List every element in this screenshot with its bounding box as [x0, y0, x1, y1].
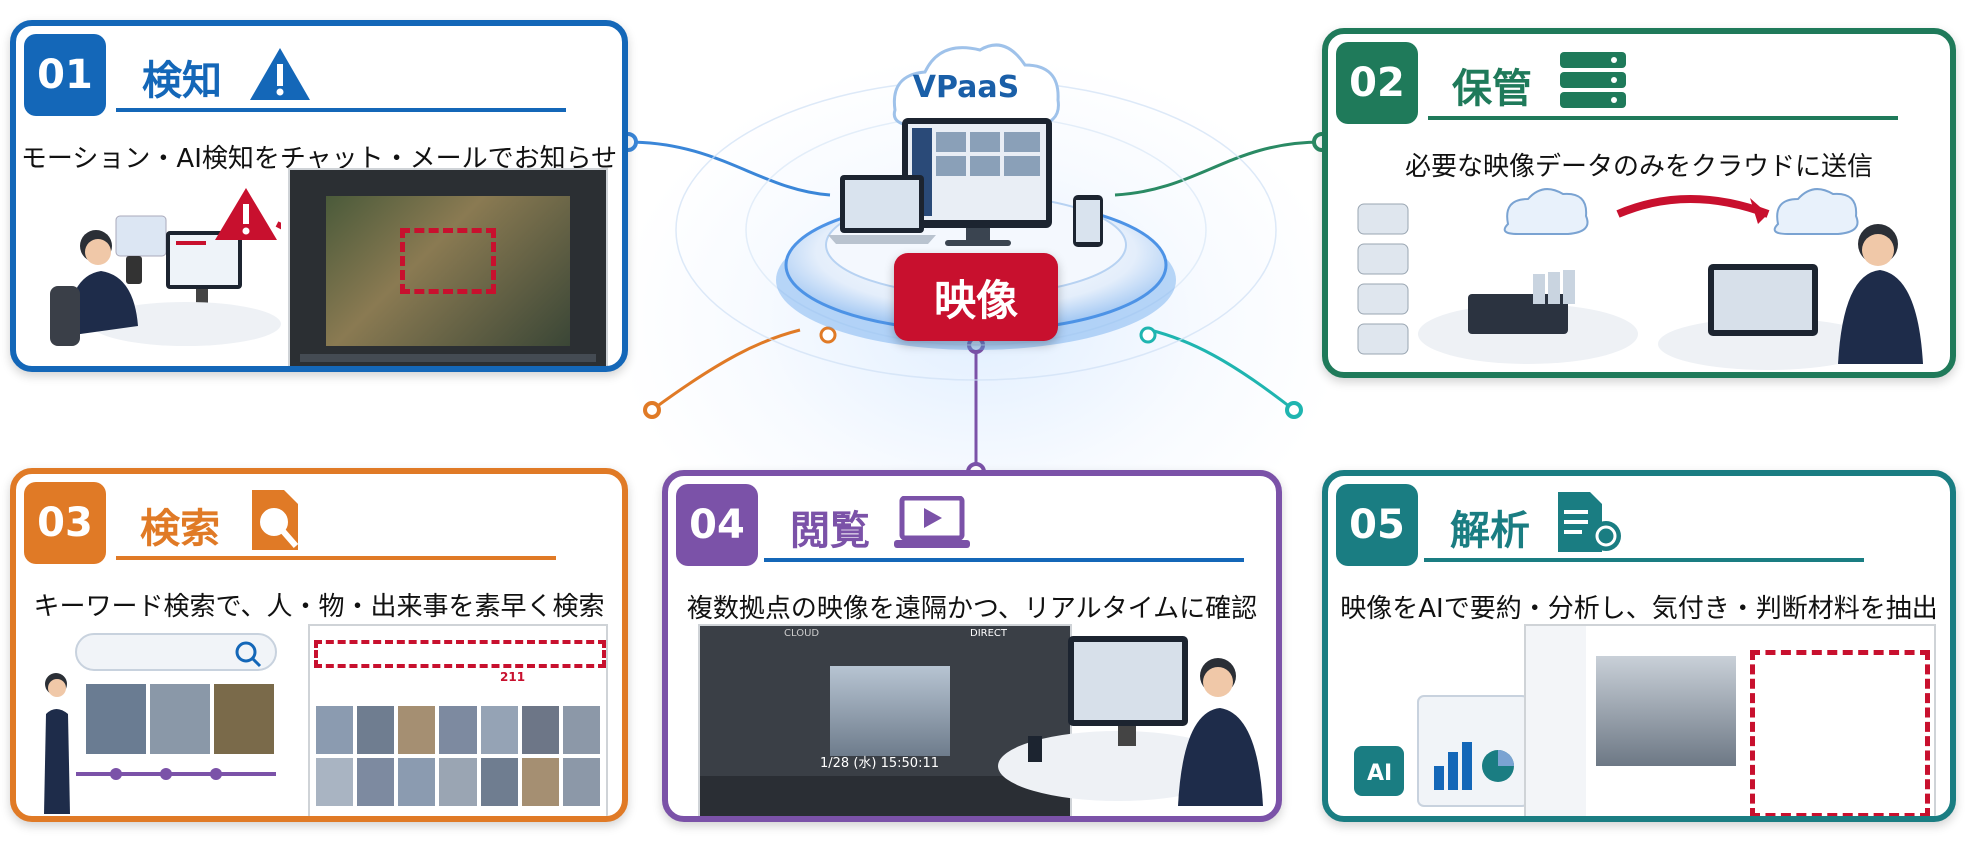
card-description: キーワード検索で、人・物・出来事を素早く検索	[33, 592, 605, 622]
alert-triangle-icon	[215, 188, 281, 240]
card-title: 検索	[140, 506, 220, 552]
remote-viewer-illustration	[998, 636, 1263, 806]
search-illustration	[44, 633, 277, 814]
ai-badge: AI	[1367, 761, 1392, 786]
detection-screenshot	[288, 168, 608, 366]
warning-icon	[248, 44, 312, 108]
card-detect: 01 検知 モーション・AI検知をチャット・メールでお知らせ	[10, 20, 628, 372]
card-search: 03 検索 キーワード検索で、人・物・出来事を素早く検索 211	[10, 468, 628, 822]
card-title: 閲覧	[790, 508, 870, 554]
card-number: 03	[24, 482, 106, 564]
analysis-screenshot	[1524, 624, 1936, 816]
card-title: 解析	[1450, 508, 1530, 554]
title-underline	[116, 108, 566, 112]
cloud-label: VPaaS	[912, 70, 1020, 105]
card-number: 05	[1336, 484, 1418, 566]
card-description: 必要な映像データのみをクラウドに送信	[1404, 152, 1873, 182]
search-results-screenshot: 211	[308, 624, 608, 816]
card-number: 02	[1336, 42, 1418, 124]
result-count: 211	[500, 670, 526, 684]
title-underline	[1428, 116, 1898, 120]
title-underline	[764, 558, 1244, 562]
document-ai-icon	[1554, 490, 1624, 560]
tab-cloud[interactable]: CLOUD	[784, 628, 820, 639]
cloud-transfer-illustration	[1357, 188, 1923, 370]
card-browse: 04 閲覧 複数拠点の映像を遠隔かつ、リアルタイムに確認 CLOUD DIREC…	[662, 470, 1282, 822]
card-number: 04	[676, 484, 758, 566]
browse-screenshot: CLOUD DIRECT 1/28 (水) 15:50:11	[698, 624, 1072, 816]
desk-worker-illustration	[50, 215, 281, 346]
document-search-icon	[246, 488, 306, 558]
server-icon	[1558, 50, 1628, 114]
laptop-video-icon	[894, 495, 970, 554]
card-description: 複数拠点の映像を遠隔かつ、リアルタイムに確認	[686, 594, 1258, 624]
center-video-tag: 映像	[894, 253, 1058, 341]
title-underline	[1424, 558, 1864, 562]
card-number: 01	[24, 34, 106, 116]
card-title: 保管	[1452, 66, 1532, 112]
card-title: 検知	[142, 58, 222, 104]
ai-analytics-illustration: AI	[1354, 695, 1529, 807]
card-storage: 02 保管 必要な映像データのみをクラウドに送信	[1322, 28, 1956, 378]
card-description: 映像をAIで要約・分析し、気付き・判断材料を抽出	[1340, 594, 1938, 624]
tab-direct[interactable]: DIRECT	[970, 628, 1008, 639]
card-analysis: 05 解析 映像をAIで要約・分析し、気付き・判断材料を抽出 AI	[1322, 470, 1956, 822]
timestamp: 1/28 (水) 15:50:11	[820, 756, 939, 771]
title-underline	[116, 556, 556, 560]
